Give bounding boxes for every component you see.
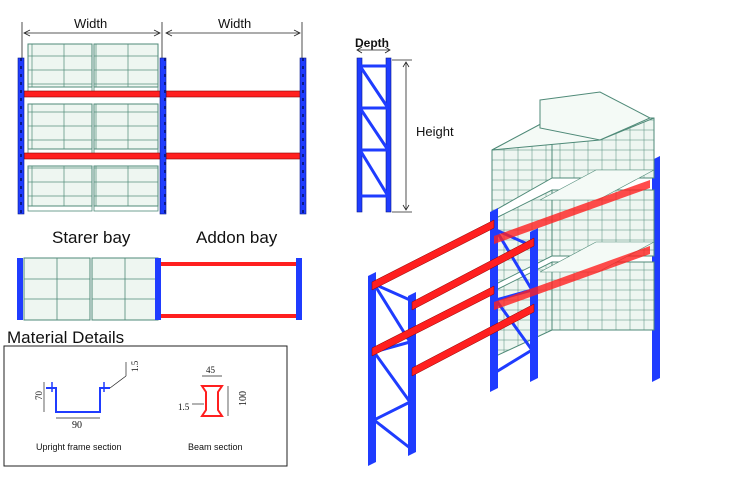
front-uprights xyxy=(17,57,307,215)
beam xyxy=(23,152,163,160)
upright-height-value: 70 xyxy=(34,391,44,401)
addon-bay-outline xyxy=(159,263,299,317)
plan-view xyxy=(17,257,302,321)
starter-bay-loads xyxy=(27,43,159,212)
addon-bay-label: Addon bay xyxy=(196,228,278,247)
upright xyxy=(299,57,307,215)
height-dimension xyxy=(392,59,412,213)
frame-column xyxy=(356,57,363,213)
beam-width-value: 45 xyxy=(206,365,216,375)
upright-thickness-value: 1.5 xyxy=(130,360,140,372)
upright-section-drawing xyxy=(46,382,110,413)
material-details-title: Material Details xyxy=(7,328,125,347)
iso-beams xyxy=(371,180,650,377)
carton-stack xyxy=(27,103,93,150)
height-label: Height xyxy=(416,124,454,139)
upright-width-value: 90 xyxy=(72,420,82,431)
front-elevation xyxy=(17,22,307,215)
iso-front-frame xyxy=(368,272,416,466)
width-label-starter: Width xyxy=(74,16,108,31)
carton-stack xyxy=(93,165,159,207)
depth-label: Depth xyxy=(355,36,389,50)
beam-dimension-lines xyxy=(192,375,229,416)
carton-stack xyxy=(93,103,159,150)
plan-beam xyxy=(160,262,300,266)
width-label-addon: Width xyxy=(218,16,252,31)
beam-section-drawing xyxy=(200,385,224,417)
plan-upright xyxy=(155,258,161,320)
beam-thickness-value: 1.5 xyxy=(178,402,190,412)
frame-column xyxy=(385,57,392,213)
upright-dimension-lines xyxy=(43,362,127,419)
beam-section-caption: Beam section xyxy=(188,442,243,452)
carton-stack xyxy=(27,43,93,88)
material-details-panel: 70 90 1.5 45 100 1.5 xyxy=(3,345,288,467)
depth-dimension xyxy=(356,46,391,54)
upright xyxy=(159,57,167,215)
starer-bay-label: Starer bay xyxy=(52,228,131,247)
plan-beam xyxy=(160,314,300,318)
beam xyxy=(165,152,303,160)
beam xyxy=(23,90,163,98)
frame-bracing xyxy=(358,64,390,198)
carton-stack xyxy=(27,165,93,207)
upright-section-caption: Upright frame section xyxy=(36,442,122,452)
beam xyxy=(165,90,303,98)
width-dimension-left xyxy=(21,22,163,60)
upright xyxy=(17,57,25,215)
isometric-view xyxy=(368,91,660,466)
width-dimension-right xyxy=(165,22,303,60)
plan-upright xyxy=(17,258,23,320)
beam-height-value: 100 xyxy=(238,391,249,406)
plan-upright xyxy=(296,258,302,320)
side-elevation xyxy=(356,46,412,213)
carton-stack xyxy=(93,43,159,88)
